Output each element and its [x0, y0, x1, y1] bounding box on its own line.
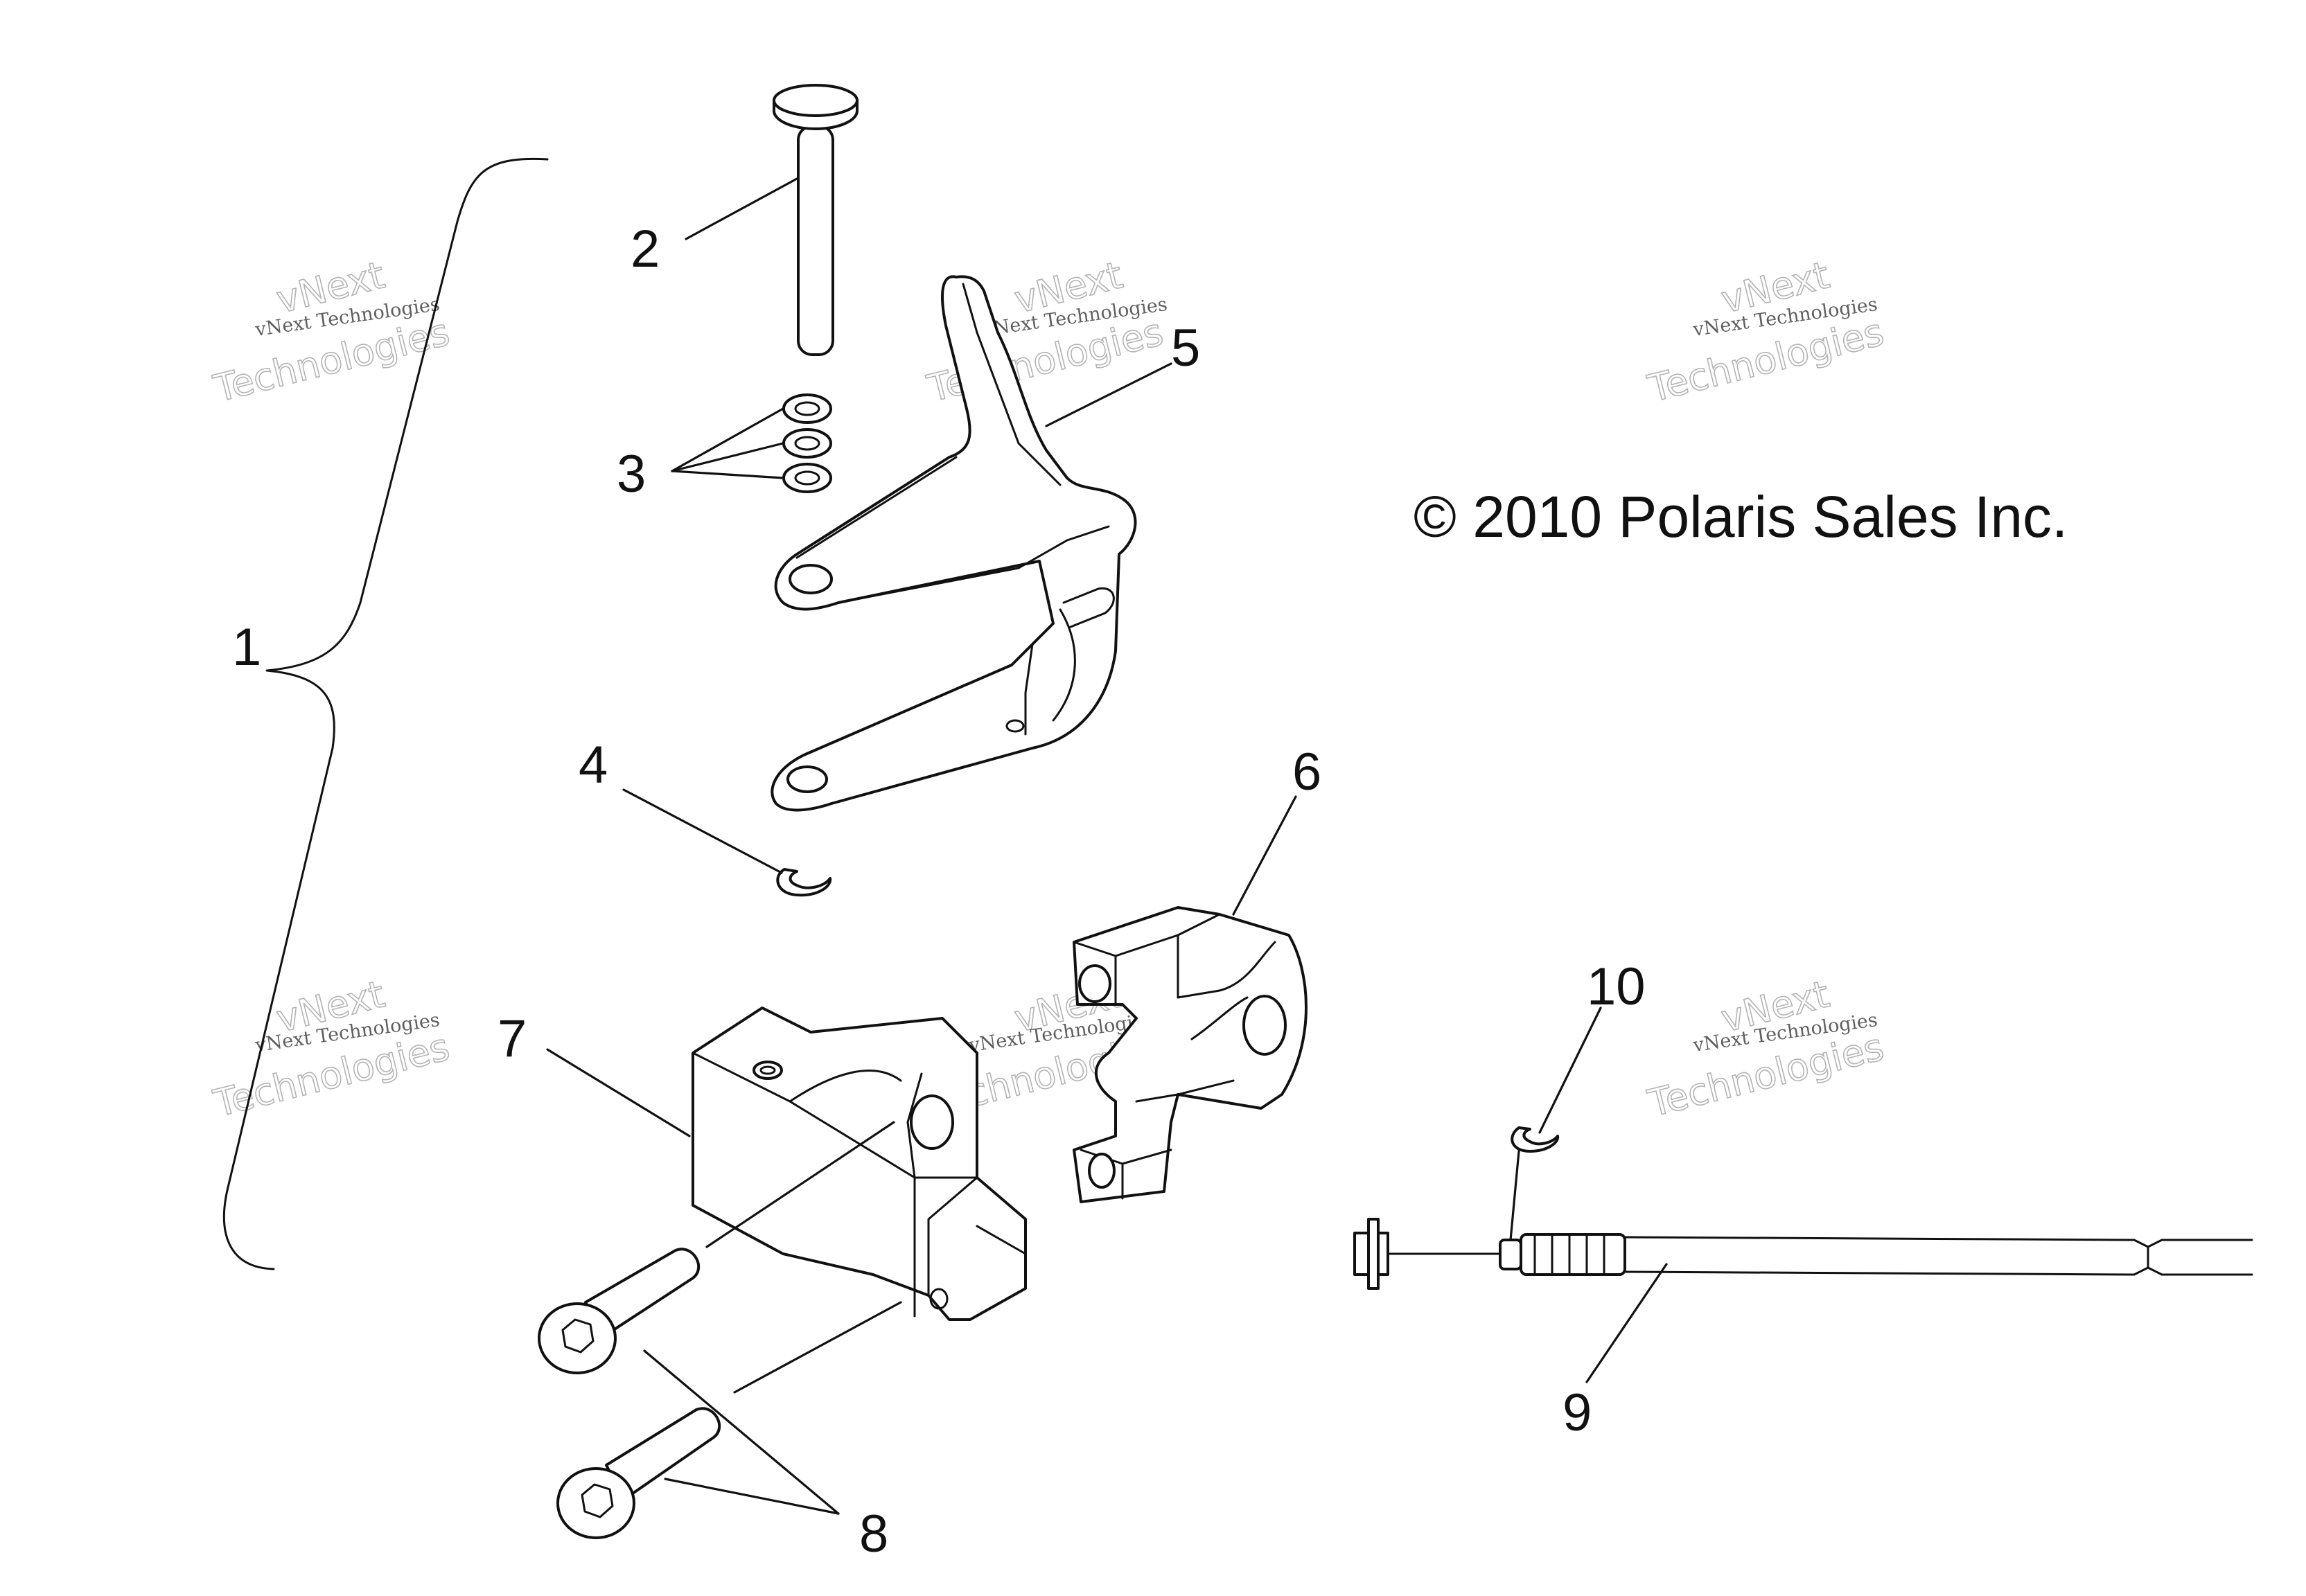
- watermark-bottom-right: vNext vNext Technologies Technologies: [1643, 972, 1888, 1126]
- housing-block-icon: [692, 1007, 1027, 1321]
- callout-5: 5: [1171, 319, 1200, 378]
- callout-8: 8: [859, 1505, 888, 1563]
- assembly-brace-icon: [222, 157, 549, 1270]
- watermark-top-left: vNext vNext Technologies Technologies: [209, 253, 454, 411]
- callout-2: 2: [631, 220, 660, 278]
- watermark-bottom-left: vNext vNext Technologies Technologies: [209, 972, 454, 1126]
- e-clip-icon: [1511, 1126, 1560, 1153]
- callout-6: 6: [1292, 743, 1321, 801]
- callout-4: 4: [579, 736, 608, 795]
- callout-3: 3: [617, 445, 646, 504]
- watermark-top-right: vNext vNext Technologies Technologies: [1643, 253, 1888, 411]
- socket-cap-screw-icon: [538, 1248, 701, 1374]
- socket-cap-screw-icon: [556, 1407, 721, 1539]
- leader-lines: [546, 177, 1668, 1515]
- callout-7: 7: [498, 1009, 527, 1068]
- callout-9: 9: [1563, 1383, 1592, 1442]
- cable-icon: [1353, 1218, 2253, 1290]
- callout-10: 10: [1587, 957, 1646, 1016]
- washer-icon: [782, 393, 832, 493]
- lever-icon: [771, 275, 1137, 812]
- pin-icon: [773, 84, 859, 356]
- callout-1: 1: [232, 618, 261, 677]
- e-clip-icon: [776, 868, 832, 897]
- clamp-half-icon: [1073, 906, 1308, 1203]
- copyright-text: © 2010 Polaris Sales Inc.: [1414, 484, 2068, 549]
